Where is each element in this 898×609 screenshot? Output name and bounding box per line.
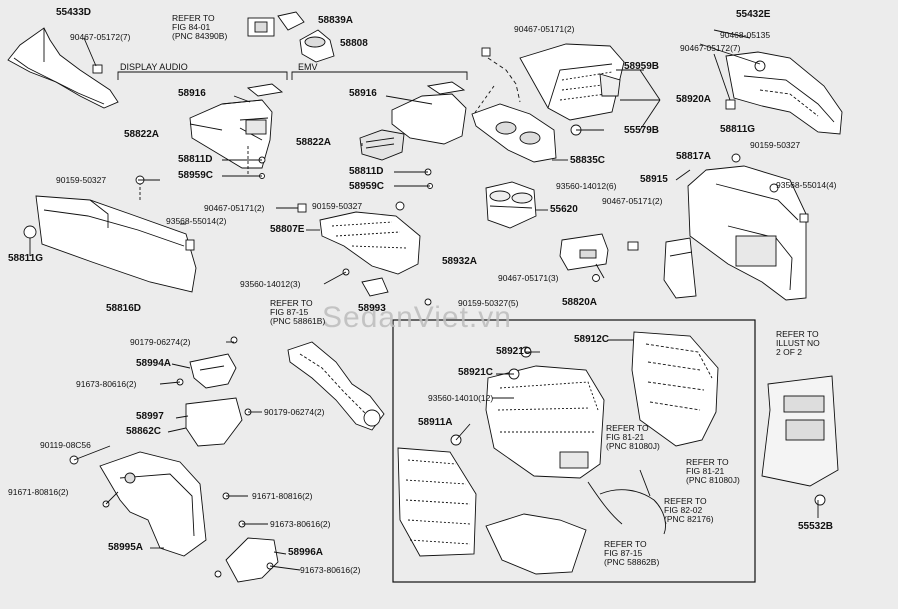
box-frame xyxy=(485,365,605,479)
cup-holder-55620 xyxy=(485,181,537,229)
part-90467-05171-2-top[interactable]: 90467-05171(2) xyxy=(514,24,575,34)
part-58808[interactable]: 58808 xyxy=(340,38,368,49)
harness-b xyxy=(599,489,666,535)
upper-panel-58822A-right xyxy=(391,93,467,145)
refer-note-81-21-a[interactable]: REFER TO FIG 81-21 (PNC 81080J) xyxy=(606,423,660,451)
part-93560-14012-3[interactable]: 93560-14012(3) xyxy=(240,279,301,289)
part-58911A[interactable]: 58911A xyxy=(418,417,453,428)
part-55433D[interactable]: 55433D xyxy=(56,7,92,18)
emv-bracket xyxy=(291,71,468,80)
refer-note-84-01[interactable]: REFER TO FIG 84-01 (PNC 84390B) xyxy=(172,13,228,41)
part-90467-05171-3[interactable]: 90467-05171(3) xyxy=(498,273,559,283)
part-90159-50327-left[interactable]: 90159-50327 xyxy=(56,175,107,185)
harness-a xyxy=(587,481,623,525)
part-90159-50327-5[interactable]: 90159-50327(5) xyxy=(458,298,519,308)
part-58862C[interactable]: 58862C xyxy=(126,426,162,437)
part-58811D-left[interactable]: 58811D xyxy=(178,154,213,165)
side-panel-58816D xyxy=(35,195,197,293)
refer-note-82-02[interactable]: REFER TO FIG 82-02 (PNC 82176) xyxy=(664,496,714,524)
part-55620[interactable]: 55620 xyxy=(550,204,578,215)
part-93568-55014-4[interactable]: 93568-55014(4) xyxy=(776,180,837,190)
part-58816D[interactable]: 58816D xyxy=(106,303,142,314)
part-58915[interactable]: 58915 xyxy=(640,174,668,185)
part-58811D-right[interactable]: 58811D xyxy=(349,166,384,177)
part-58822A-left[interactable]: 58822A xyxy=(124,129,160,140)
tray-insert xyxy=(359,129,405,161)
bracket-58807E xyxy=(319,211,421,275)
part-58959C-right[interactable]: 58959C xyxy=(349,181,385,192)
part-91671-80816-2-right[interactable]: 91671-80816(2) xyxy=(252,491,313,501)
part-90119-08C56[interactable]: 90119-08C56 xyxy=(40,440,91,450)
part-90467-05171-2-mid[interactable]: 90467-05171(2) xyxy=(204,203,265,213)
part-58835C[interactable]: 58835C xyxy=(570,155,606,166)
emv-section-label: EMV xyxy=(298,62,318,72)
part-58807E[interactable]: 58807E xyxy=(270,224,305,235)
part-58839A[interactable]: 58839A xyxy=(318,15,354,26)
part-93560-14012-6[interactable]: 93560-14012(6) xyxy=(556,181,617,191)
part-58820A[interactable]: 58820A xyxy=(562,297,598,308)
part-58959B[interactable]: 58959B xyxy=(624,61,660,72)
part-90159-50327-mid[interactable]: 90159-50327 xyxy=(312,201,363,211)
part-58811G-left[interactable]: 58811G xyxy=(8,253,44,264)
part-90179-06274-2-a[interactable]: 90179-06274(2) xyxy=(130,337,191,347)
part-55532B[interactable]: 55532B xyxy=(798,521,834,532)
bracket-58995A xyxy=(99,451,207,557)
part-58993[interactable]: 58993 xyxy=(358,303,386,314)
part-58916-right[interactable]: 58916 xyxy=(349,88,377,99)
upper-console-58835C xyxy=(471,103,557,163)
bracket-58996A xyxy=(225,537,279,583)
part-90467-05171-2-right[interactable]: 90467-05171(2) xyxy=(602,196,663,206)
pocket-58915 xyxy=(663,237,697,299)
part-58920A[interactable]: 58920A xyxy=(676,94,712,105)
part-90467-05172-7-left[interactable]: 90467-05172(7) xyxy=(70,32,131,42)
harness-c xyxy=(639,469,651,497)
part-90468-05135[interactable]: 90468-05135 xyxy=(720,30,771,40)
refer-note-81-21-b[interactable]: REFER TO FIG 81-21 (PNC 81080J) xyxy=(686,457,740,485)
switch-58839A xyxy=(277,11,305,31)
part-58959C-left[interactable]: 58959C xyxy=(178,170,214,181)
part-58994A[interactable]: 58994A xyxy=(136,358,172,369)
part-58921C-b[interactable]: 58921C xyxy=(458,367,494,378)
clip-58993 xyxy=(361,277,389,297)
part-91673-80616-2-b[interactable]: 91673-80616(2) xyxy=(270,519,331,529)
part-91671-80816-2-left[interactable]: 91671-80816(2) xyxy=(8,487,69,497)
part-58932A[interactable]: 58932A xyxy=(442,256,478,267)
bracket-58997 xyxy=(185,397,243,447)
console-box-58912C xyxy=(631,331,719,447)
part-58817A[interactable]: 58817A xyxy=(676,151,712,162)
refer-note-87-15-top[interactable]: REFER TO FIG 87-15 (PNC 58861B) xyxy=(270,298,326,326)
part-58916-left[interactable]: 58916 xyxy=(178,88,206,99)
part-90467-05172-7-right[interactable]: 90467-05172(7) xyxy=(680,43,741,53)
part-58822A-right[interactable]: 58822A xyxy=(296,137,332,148)
panel-58911A xyxy=(397,447,477,557)
pad-58916-left xyxy=(246,83,284,97)
part-58912C[interactable]: 58912C xyxy=(574,334,610,345)
display-audio-section-label: DISPLAY AUDIO xyxy=(120,62,188,72)
watermark: SedanViet.vn xyxy=(322,301,512,334)
part-91673-80616-2-c[interactable]: 91673-80616(2) xyxy=(300,565,361,575)
part-58996A[interactable]: 58996A xyxy=(288,547,324,558)
lower-trim xyxy=(485,513,587,575)
display-audio-bracket xyxy=(117,71,288,80)
part-58995A[interactable]: 58995A xyxy=(108,542,144,553)
side-panel-55432E xyxy=(725,51,843,135)
refer-note-87-15-bottom[interactable]: REFER TO FIG 87-15 (PNC 58862B) xyxy=(604,539,660,567)
part-55432E[interactable]: 55432E xyxy=(736,9,771,20)
inset-frame-compartment xyxy=(392,319,756,583)
pad-58916-right xyxy=(426,81,466,95)
part-55579B[interactable]: 55579B xyxy=(624,125,660,136)
part-93568-55014-2[interactable]: 93568-55014(2) xyxy=(166,216,227,226)
part-90179-06274-2-b[interactable]: 90179-06274(2) xyxy=(264,407,325,417)
part-58997[interactable]: 58997 xyxy=(136,411,164,422)
refer-note-illust[interactable]: REFER TO ILLUST NO 2 OF 2 xyxy=(776,329,820,357)
bracket-58994A xyxy=(189,353,237,389)
part-58921C-a[interactable]: 58921C xyxy=(496,346,532,357)
part-93560-14010-12[interactable]: 93560-14010(12) xyxy=(428,393,494,403)
part-91673-80616-2-a[interactable]: 91673-80616(2) xyxy=(76,379,137,389)
part-90159-50327-right[interactable]: 90159-50327 xyxy=(750,140,801,150)
part-58811G-right[interactable]: 58811G xyxy=(720,124,756,135)
